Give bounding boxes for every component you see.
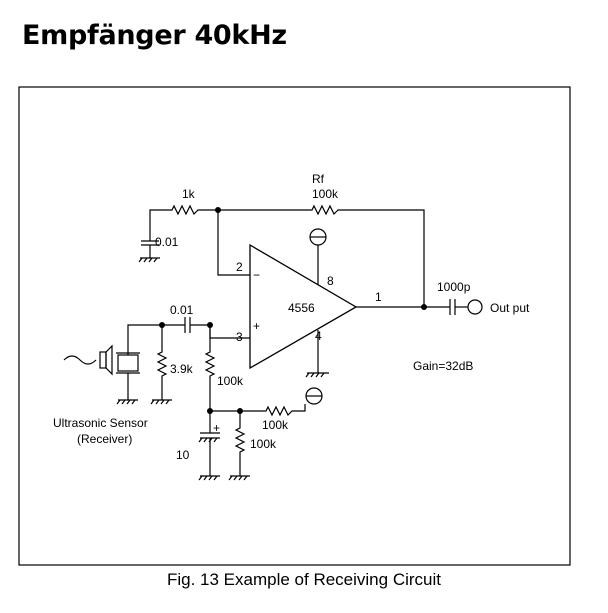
bypass-capacitor xyxy=(198,411,220,481)
feedback-resistor-rf xyxy=(218,204,425,307)
pin4-label: 4 xyxy=(315,329,322,343)
ultrasonic-sensor-icon xyxy=(63,344,140,405)
page-title: Empfänger 40kHz xyxy=(22,20,287,51)
coupling-capacitor xyxy=(184,317,191,333)
bypass-capacitor-label: 10 xyxy=(176,448,190,462)
sensor-resistor-label: 3.9k xyxy=(170,362,194,376)
sensor-resistor-3.9k xyxy=(150,325,172,405)
schematic-border xyxy=(18,86,571,566)
rf-name-label: Rf xyxy=(312,172,325,186)
supply-terminal-divider xyxy=(305,387,323,405)
pin3-label: 3 xyxy=(236,330,243,344)
sensor-label-line1: Ultrasonic Sensor xyxy=(53,416,148,430)
wire-sensor-top xyxy=(127,324,185,355)
input-capacitor xyxy=(138,240,160,263)
pin-minus-label: − xyxy=(253,268,260,282)
pin1-label: 1 xyxy=(375,290,382,304)
input-resistor-1k xyxy=(149,204,218,241)
output-capacitor-label: 1000p xyxy=(437,280,471,294)
rf-value-label: 100k xyxy=(312,187,339,201)
opamp-symbol xyxy=(249,243,358,370)
ground-pin4 xyxy=(305,330,329,378)
sensor-label-line2: (Receiver) xyxy=(77,432,132,446)
input-capacitor-label: 0.01 xyxy=(155,235,179,249)
input-resistor-label: 1k xyxy=(182,187,196,201)
pin2-label: 2 xyxy=(236,260,243,274)
figure-caption: Fig. 13 Example of Receiving Circuit xyxy=(166,570,441,589)
bypass-plus-label: + xyxy=(213,421,220,435)
supply-terminal-pin8 xyxy=(309,228,327,285)
gain-label: Gain=32dB xyxy=(413,359,473,373)
divider-upper-label: 100k xyxy=(262,418,289,432)
divider-resistor-upper xyxy=(210,404,306,417)
output-terminal xyxy=(467,299,483,315)
pin8-label: 8 xyxy=(327,274,334,288)
junction-output xyxy=(421,304,427,310)
bias-resistor-100k xyxy=(204,325,216,411)
output-capacitor-1000p xyxy=(449,299,468,315)
pin-plus-label: + xyxy=(253,319,260,333)
wire-inverting-input xyxy=(217,210,250,276)
bias-resistor-label: 100k xyxy=(217,374,244,388)
opamp-label: 4556 xyxy=(288,301,315,315)
output-label: Out put xyxy=(490,301,530,315)
divider-resistor-lower xyxy=(228,411,250,481)
coupling-capacitor-label: 0.01 xyxy=(170,303,194,317)
divider-lower-label: 100k xyxy=(250,437,277,451)
